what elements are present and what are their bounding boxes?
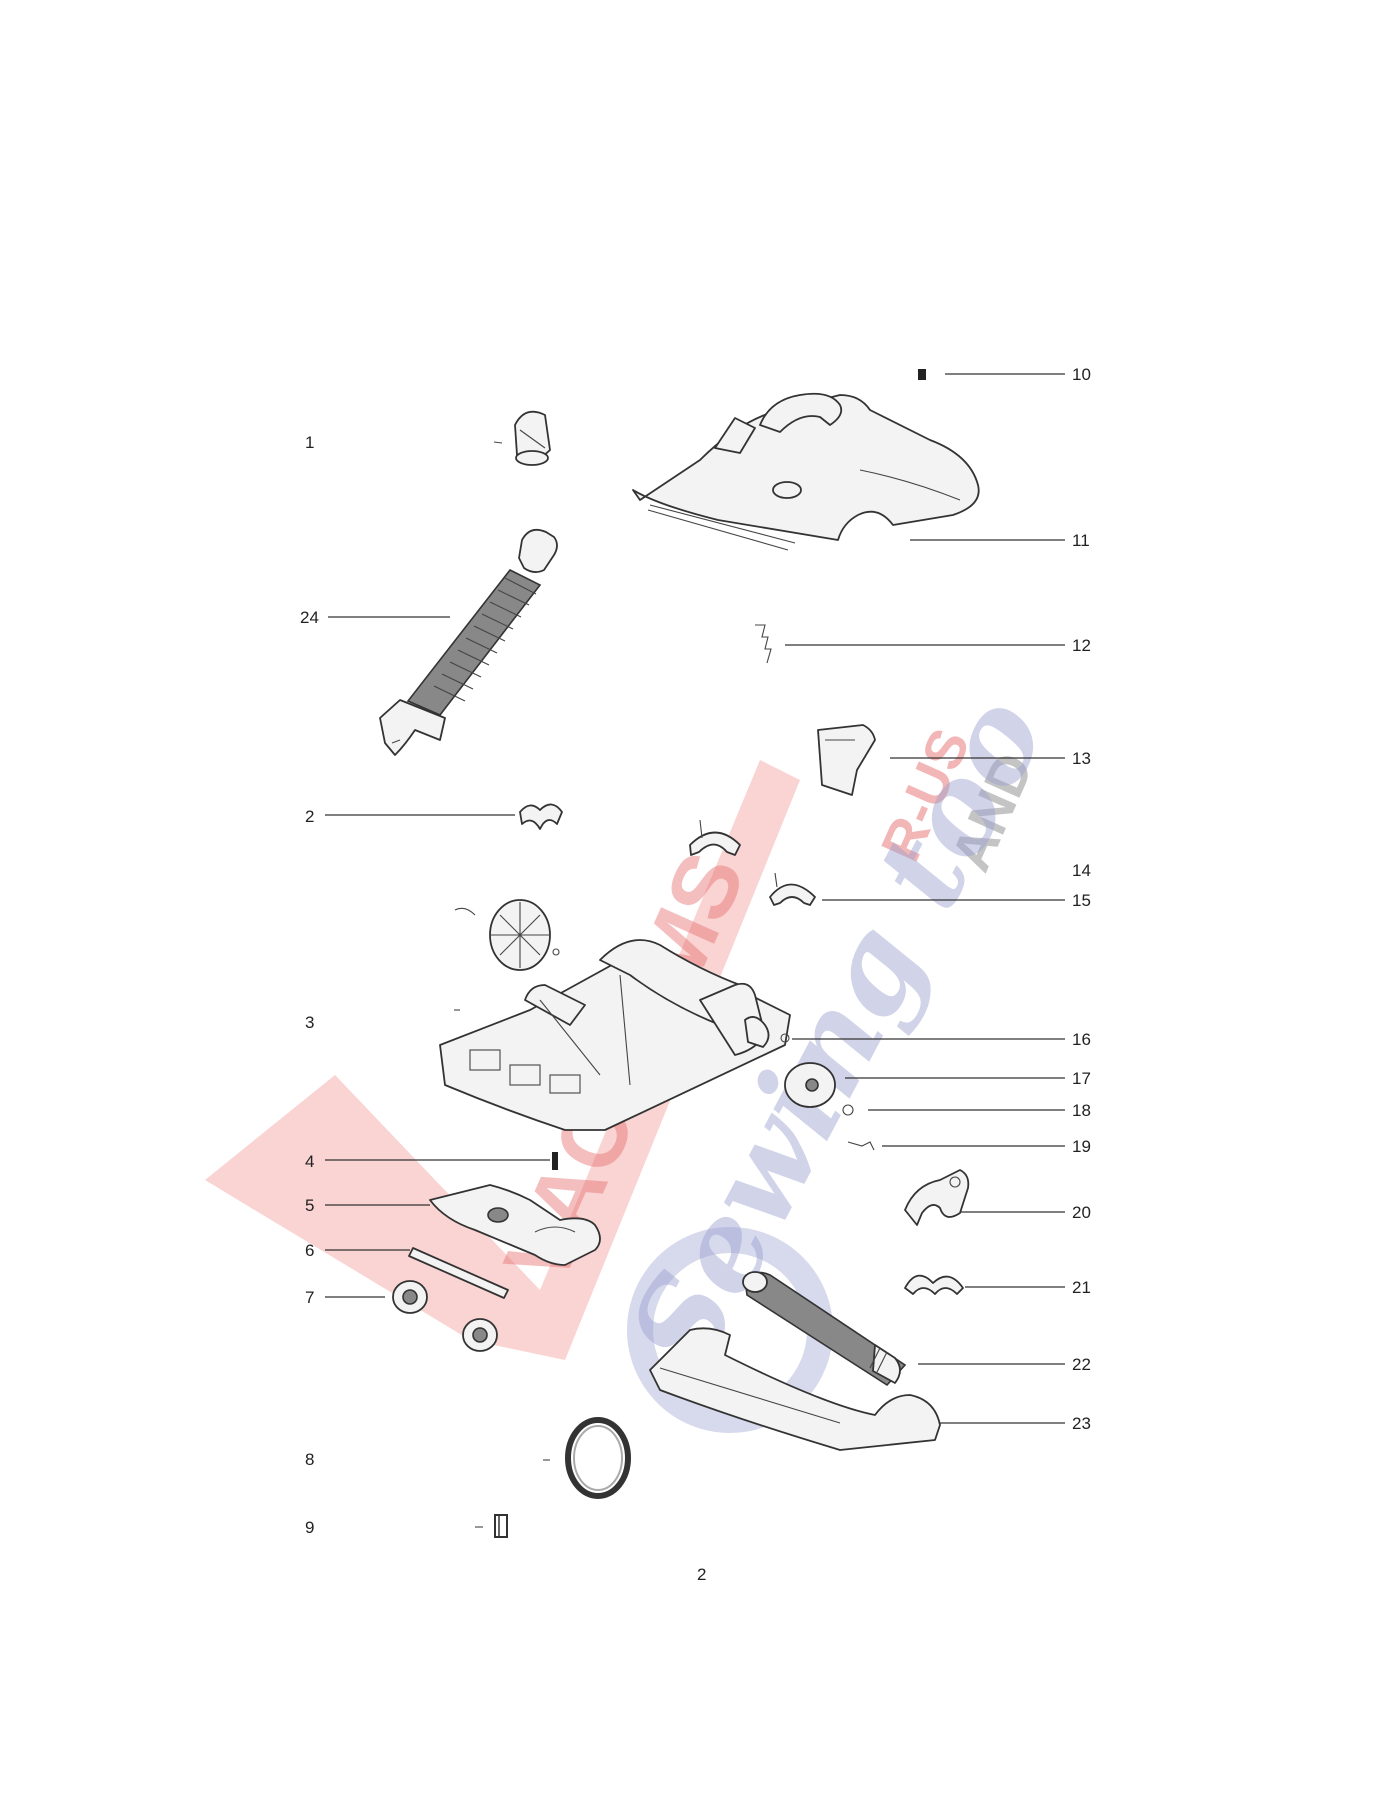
callout-4: 4	[305, 1152, 314, 1171]
part-24-hose	[379, 528, 558, 756]
callout-17: 17	[1072, 1069, 1091, 1088]
leader-lines	[325, 373, 1065, 1424]
part-18-ring	[842, 1104, 854, 1116]
callout-13: 13	[1072, 749, 1091, 768]
part-14-clip-upper	[689, 819, 741, 856]
part-7-wheel-b	[462, 1318, 498, 1352]
callout-24: 24	[300, 608, 319, 627]
part-16-washer	[780, 1033, 790, 1043]
callout-18: 18	[1072, 1101, 1091, 1120]
callout-3: 3	[305, 1013, 314, 1032]
part-1-swivel-connector	[493, 410, 551, 466]
callout-9: 9	[305, 1518, 314, 1537]
callout-10: 10	[1072, 365, 1091, 384]
part-17-pulley	[784, 1062, 836, 1108]
callout-21: 21	[1072, 1278, 1091, 1297]
callout-23: 23	[1072, 1414, 1091, 1433]
callout-7: 7	[305, 1288, 314, 1307]
callout-2: 2	[305, 807, 314, 826]
callout-15: 15	[1072, 891, 1091, 910]
part-7-wheel-a	[392, 1280, 428, 1314]
callout-6: 6	[305, 1241, 314, 1260]
part-5-housing	[429, 1184, 601, 1266]
part-15-clip	[769, 872, 816, 906]
part-4-spring	[552, 1152, 558, 1170]
callout-16: 16	[1072, 1030, 1091, 1049]
part-3-base-housing	[439, 939, 791, 1131]
part-brush-end	[454, 899, 560, 971]
callout-20: 20	[1072, 1203, 1091, 1222]
callout-1: 1	[305, 433, 314, 452]
part-22-brushroll	[742, 1271, 907, 1387]
part-23-bumper	[649, 1327, 941, 1451]
part-21-clip	[904, 1274, 964, 1295]
callout-5: 5	[305, 1196, 314, 1215]
callout-11: 11	[1072, 531, 1090, 550]
callout-8: 8	[305, 1450, 314, 1469]
part-2-clip	[519, 803, 563, 830]
part-9-bracket	[475, 1514, 508, 1538]
part-6-axle-rod	[408, 1247, 509, 1299]
part-19-screw	[847, 1141, 875, 1151]
callout-14: 14	[1072, 861, 1091, 880]
part-11-top-cover	[632, 392, 980, 551]
part-13-bracket	[817, 724, 876, 796]
callout-12: 12	[1072, 636, 1091, 655]
part-12-spring	[755, 624, 772, 664]
part-8-belt	[543, 1417, 631, 1499]
watermark-v-shape	[205, 760, 800, 1360]
page-number: 2	[697, 1565, 706, 1584]
callout-22: 22	[1072, 1355, 1091, 1374]
part-10-screw	[918, 369, 926, 380]
part-20-pedal	[904, 1169, 970, 1226]
callout-19: 19	[1072, 1137, 1091, 1156]
callout-labels: 1 2 3 4 5 6 7 8 9 10 11 12 13 14 15 16 1…	[300, 365, 1091, 1537]
